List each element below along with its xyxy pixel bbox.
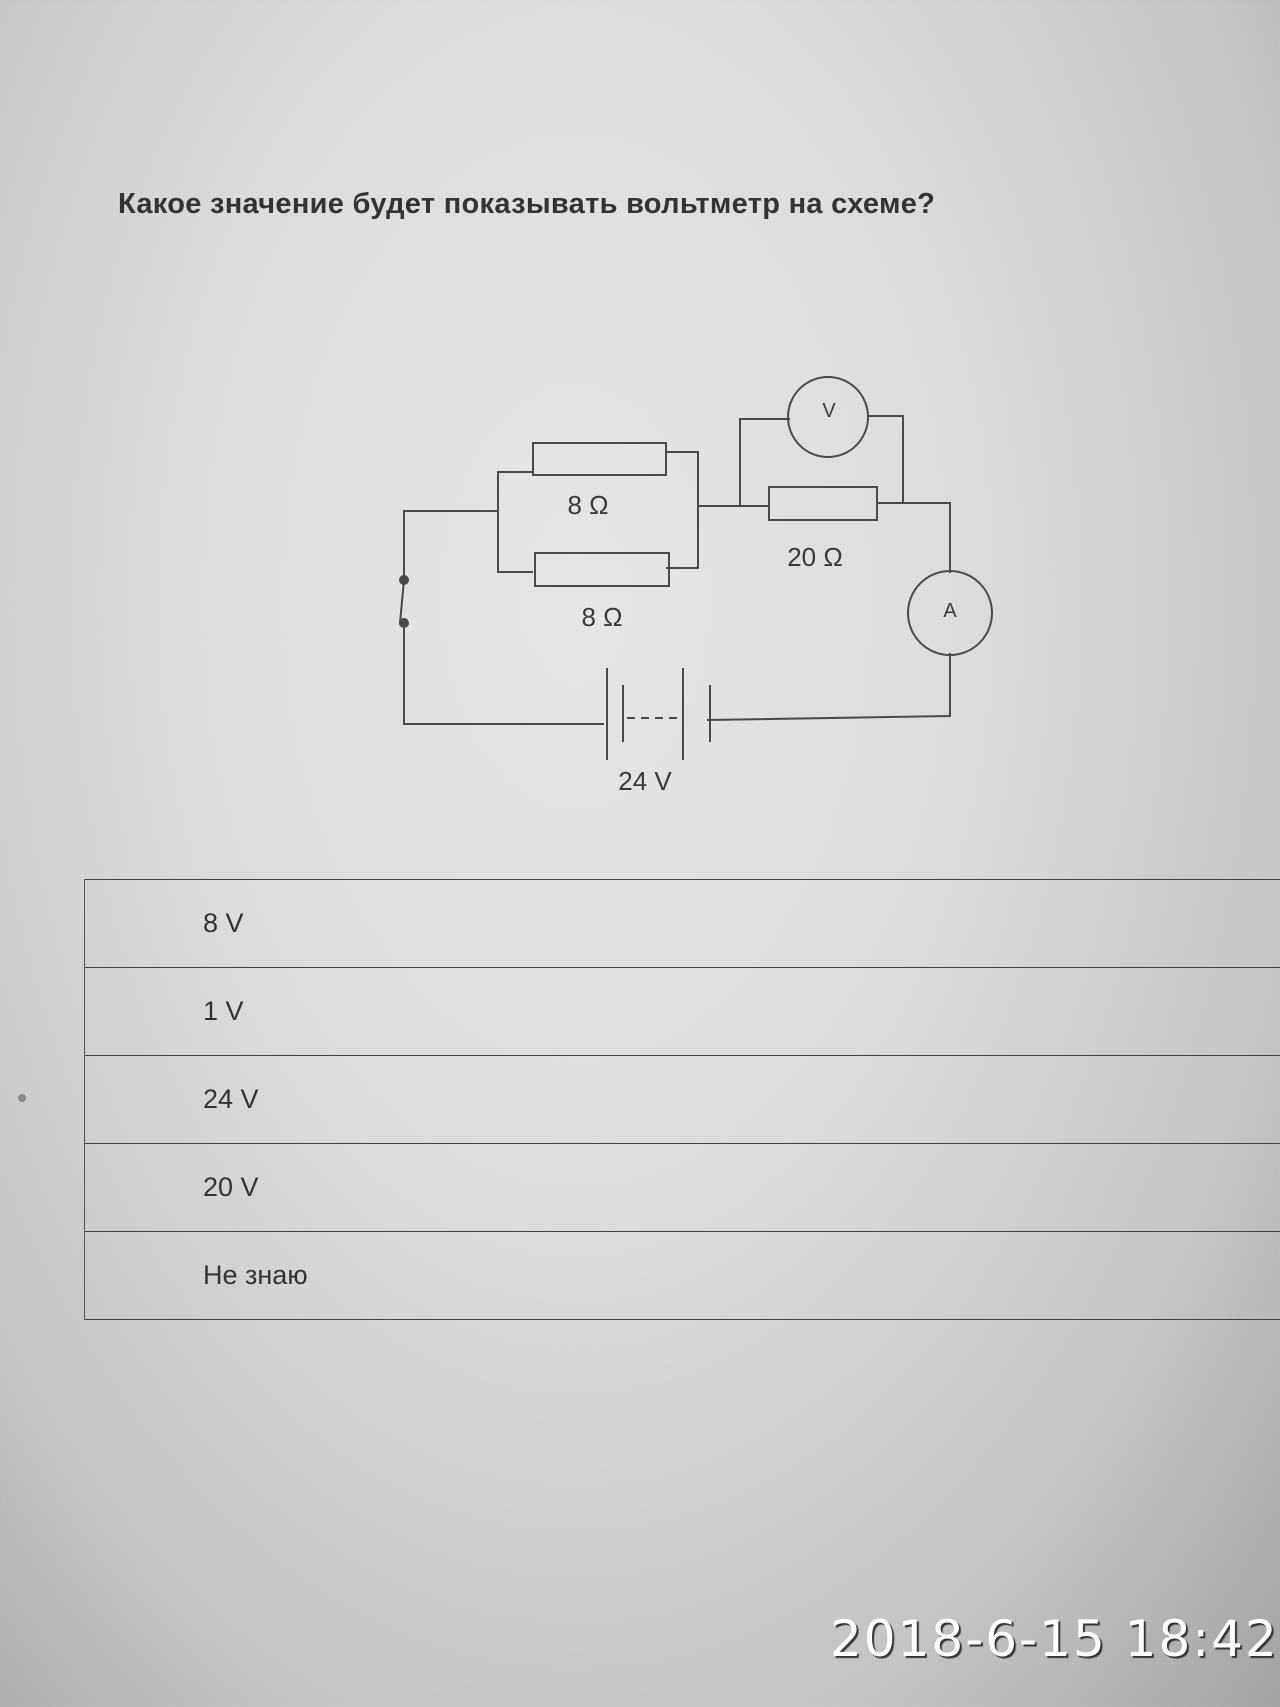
answer-option[interactable]: 8 V xyxy=(85,879,1280,967)
answer-option[interactable]: 20 V xyxy=(85,1143,1280,1231)
answer-label: 1 V xyxy=(203,996,244,1026)
wires xyxy=(399,415,951,725)
page-mark xyxy=(18,1094,26,1102)
resistor-bottom-label: 8 Ω xyxy=(581,602,623,632)
resistor-bottom xyxy=(534,552,670,587)
resistor-series xyxy=(768,486,878,521)
answer-label: 20 V xyxy=(203,1172,259,1202)
answer-options: 8 V 1 V 24 V 20 V Не знаю xyxy=(84,879,1280,1320)
resistor-top xyxy=(532,442,667,476)
photo-timestamp: 2018-6-15 18:42 xyxy=(830,1610,1279,1668)
answer-option[interactable]: Не знаю xyxy=(85,1231,1280,1320)
voltmeter-label: V xyxy=(822,400,836,422)
switch xyxy=(399,579,405,624)
battery xyxy=(606,668,711,760)
answer-option[interactable]: 24 V xyxy=(85,1055,1280,1143)
ammeter xyxy=(907,570,993,656)
switch-contact xyxy=(399,575,409,585)
answer-label: 24 V xyxy=(203,1084,259,1114)
resistor-series-label: 20 Ω xyxy=(787,542,843,572)
switch-contact xyxy=(399,618,409,628)
resistor-top-label: 8 Ω xyxy=(567,490,609,520)
answer-label: 8 V xyxy=(203,908,244,938)
question-title: Какое значение будет показывать вольтмет… xyxy=(118,188,936,220)
answer-label: Не знаю xyxy=(203,1260,308,1290)
answer-option[interactable]: 1 V xyxy=(85,967,1280,1055)
ammeter-label: A xyxy=(943,600,957,622)
circuit-diagram xyxy=(399,376,993,760)
voltmeter xyxy=(787,376,869,458)
battery-label: 24 V xyxy=(618,766,672,796)
